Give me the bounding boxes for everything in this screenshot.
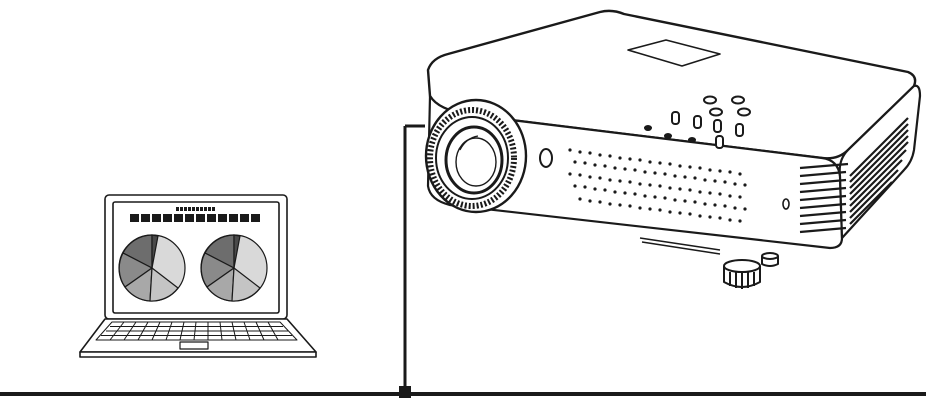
laptop-touchpad (180, 342, 208, 349)
projector-lens-inner (456, 138, 496, 186)
network-cable (399, 126, 425, 398)
screen-pie-chart-right (201, 235, 267, 301)
laptop-computer (80, 195, 316, 357)
projector-side-button (783, 199, 789, 209)
laptop-keyboard (96, 322, 297, 340)
projector (426, 11, 920, 289)
screen-pie-chart-left (119, 235, 185, 301)
laptop-base-front (80, 352, 316, 357)
projector-feet (724, 253, 778, 289)
cable-connector (399, 386, 411, 398)
projector-ir-sensor (540, 149, 552, 167)
projector-bottom-vent (640, 238, 720, 254)
